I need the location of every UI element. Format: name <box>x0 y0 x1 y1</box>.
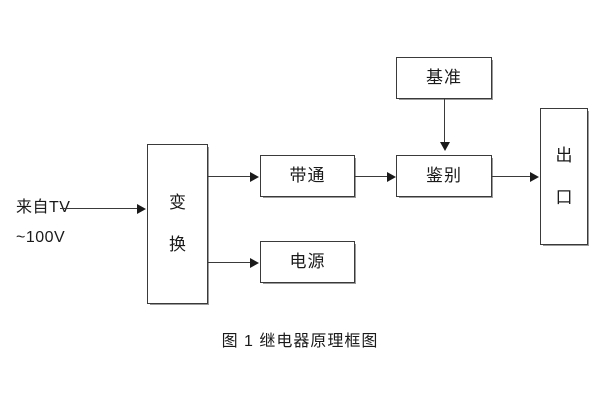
input-source-line-2: ~100V <box>16 229 66 246</box>
arrowhead-input-to-transform <box>137 203 146 214</box>
block-power-supply-label: 电源 <box>289 252 326 272</box>
figure-caption: 图 1 继电器原理框图 <box>221 333 379 350</box>
connector-transform-to-bandpass <box>208 176 251 177</box>
arrowhead-bandpass-to-discriminate <box>387 171 396 182</box>
block-bandpass[interactable]: 带通 <box>260 155 355 197</box>
block-discriminate-label: 鉴别 <box>426 166 462 186</box>
block-transform[interactable]: 变 换 <box>147 144 208 304</box>
arrowhead-transform-to-bandpass <box>250 171 259 182</box>
block-output[interactable]: 出 口 <box>540 108 588 245</box>
arrowhead-reference-to-discriminate <box>439 142 450 151</box>
block-power-supply[interactable]: 电源 <box>260 241 355 283</box>
block-reference[interactable]: 基准 <box>396 57 492 99</box>
block-output-label: 出 口 <box>555 145 573 207</box>
arrowhead-discriminate-to-output <box>530 171 539 182</box>
connector-transform-to-power <box>208 262 251 263</box>
connector-input-to-transform <box>60 208 138 209</box>
input-source-line-1: 来自TV <box>16 199 71 216</box>
block-bandpass-label: 带通 <box>289 166 326 186</box>
connector-reference-to-discriminate <box>444 99 445 143</box>
block-transform-label: 变 换 <box>169 193 186 254</box>
connector-discriminate-to-output <box>492 176 531 177</box>
arrowhead-transform-to-power <box>250 257 259 268</box>
input-source-label: 来自TV ~100V <box>16 193 112 253</box>
connector-bandpass-to-discriminate <box>355 176 388 177</box>
block-reference-label: 基准 <box>426 68 462 88</box>
block-discriminate[interactable]: 鉴别 <box>396 155 492 197</box>
